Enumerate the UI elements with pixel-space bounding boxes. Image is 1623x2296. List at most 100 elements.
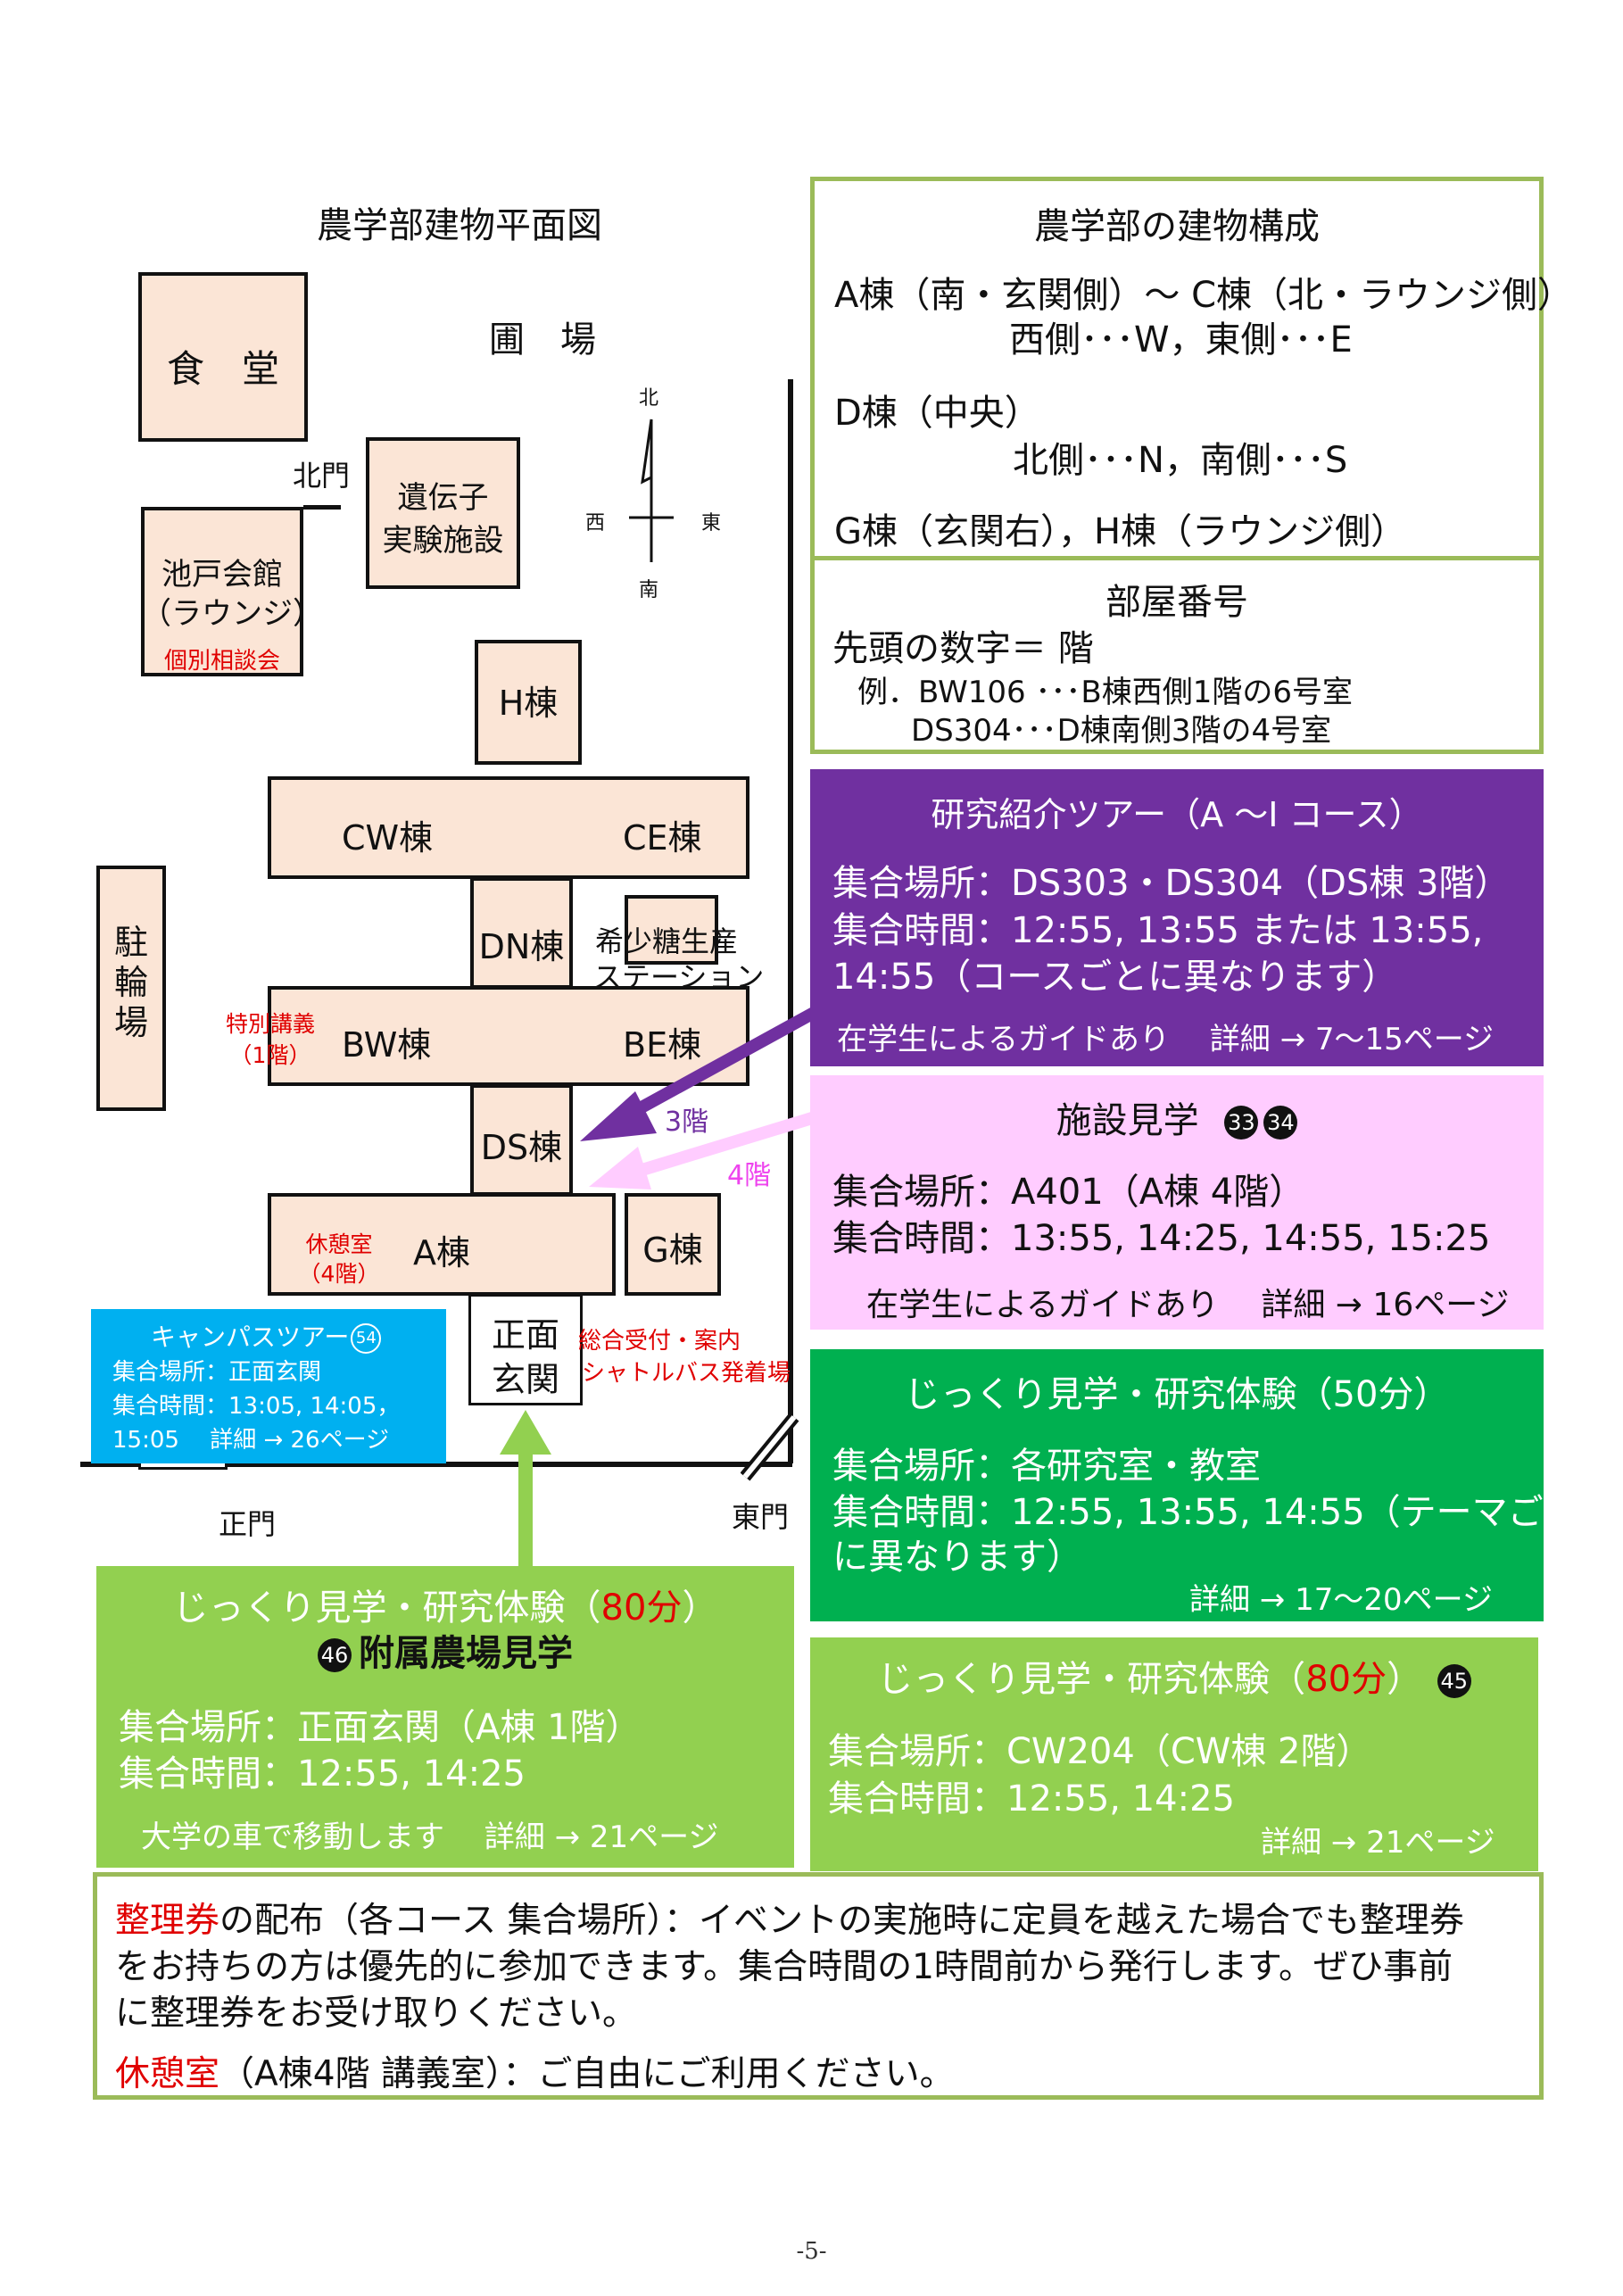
lab-experience-detail: 詳細 → 17～20ページ xyxy=(1189,1582,1493,1618)
ticket-note-line-2: をお持ちの方は優先的に参加できます。集合時間の1時間前から発行します。ぜひ事前 xyxy=(115,1947,1453,1987)
ds-building-label: DS棟 xyxy=(480,1128,563,1167)
a-building-label: A棟 xyxy=(413,1233,470,1272)
east-gate-label: 東門 xyxy=(732,1500,790,1534)
gene-lab-label-1: 遺伝子 xyxy=(397,480,489,516)
reception-label-1: 総合受付・案内 xyxy=(578,1328,741,1355)
dn-building-label: DN棟 xyxy=(478,927,565,966)
research-tour-box: 研究紹介ツアー（A ～I コース） 集合場所：DS303・DS304（DS棟 3… xyxy=(810,769,1544,1066)
consultation-label: 個別相談会 xyxy=(163,648,280,675)
room-number-box: 部屋番号 先頭の数字＝ 階 例．BW106 ･･･B棟西側1階の6号室 DS30… xyxy=(810,556,1544,754)
cw-experience-number-badge: 45 xyxy=(1437,1664,1471,1698)
compass-east: 東 xyxy=(700,512,721,535)
facility-tour-time: 集合時間：13:55, 14:25, 14:55, 15:25 xyxy=(832,1218,1491,1259)
c-building xyxy=(268,776,749,879)
special-lecture-label-2: （1階） xyxy=(229,1042,311,1068)
dn-building xyxy=(470,877,573,989)
ticket-keyword: 整理券 xyxy=(115,1901,220,1941)
ikedo-hall-label-1: 池戸会館 xyxy=(161,557,283,593)
cw-experience-time: 集合時間：12:55, 14:25 xyxy=(828,1778,1235,1819)
compass-north: 北 xyxy=(638,387,658,410)
lab-experience-box: じっくり見学・研究体験（50分） 集合場所：各研究室・教室 集合時間：12:55… xyxy=(810,1349,1579,1621)
room-number-line-2: 例．BW106 ･･･B棟西側1階の6号室 xyxy=(857,675,1354,710)
main-gate-label: 正門 xyxy=(219,1507,277,1541)
compass-south: 南 xyxy=(638,579,658,601)
cw-experience-box: じっくり見学・研究体験（80分） 45 集合場所：CW204（CW棟 2階） 集… xyxy=(810,1637,1538,1871)
room-number-title: 部屋番号 xyxy=(1105,582,1248,623)
structure-title: 農学部の建物構成 xyxy=(1034,206,1320,247)
farm-tour-number-badge: 46 xyxy=(318,1638,352,1672)
be-building-label: BE棟 xyxy=(623,1025,702,1065)
campus-tour-time-1: 集合時間：13:05, 14:05， xyxy=(112,1393,401,1420)
research-tour-time-1: 集合時間：12:55, 13:55 または 13:55, xyxy=(832,910,1484,951)
g-building-label: G棟 xyxy=(642,1231,703,1270)
ikedo-hall-label-2: （ラウンジ） xyxy=(141,596,323,632)
main-entrance xyxy=(468,1294,583,1405)
lab-experience-place: 集合場所：各研究室・教室 xyxy=(832,1446,1261,1487)
campus-tour-number-badge: 54 xyxy=(351,1323,382,1354)
floor-3-label: 3階 xyxy=(665,1107,709,1138)
a-building xyxy=(268,1193,616,1296)
facility-tour-number-34-badge: 34 xyxy=(1263,1106,1298,1140)
cw-building-label: CW棟 xyxy=(342,818,434,858)
research-tour-detail: 在学生によるガイドあり 詳細 → 7～15ページ xyxy=(837,1022,1495,1057)
structure-line-5: G棟（玄関右），H棟（ラウンジ側） xyxy=(834,511,1407,552)
notes-box: 整理券の配布（各コース 集合場所）：イベントの実施時に定員を越えた場合でも整理券… xyxy=(93,1872,1544,2100)
compass-west: 西 xyxy=(584,512,605,535)
road-vertical xyxy=(788,379,793,1463)
farm-tour-detail: 大学の車で移動します 詳細 → 21ページ xyxy=(141,1819,719,1855)
facility-tour-number-33-badge: 33 xyxy=(1224,1106,1259,1140)
ikedo-hall-building xyxy=(141,507,303,676)
ticket-note-line-1: 整理券の配布（各コース 集合場所）：イベントの実施時に定員を越えた場合でも整理券 xyxy=(115,1901,1464,1941)
research-tour-title: 研究紹介ツアー（A ～I コース） xyxy=(931,795,1423,834)
east-gate-marker xyxy=(741,1413,799,1481)
rare-sugar-station xyxy=(625,895,718,965)
rare-sugar-label-1: 希少糖生産 xyxy=(595,924,739,958)
main-entrance-label-2: 玄関 xyxy=(491,1360,559,1399)
h-building xyxy=(475,640,582,765)
bicycle-label-1: 駐 xyxy=(113,923,148,962)
farm-tour-place: 集合場所：正面玄関（A棟 1階） xyxy=(119,1707,642,1748)
facility-tour-place: 集合場所：A401（A棟 4階） xyxy=(832,1172,1305,1213)
cafeteria-label: 食 堂 xyxy=(166,347,279,391)
farm-tour-title: じっくり見学・研究体験（80分） xyxy=(172,1587,718,1629)
special-lecture-label-1: 特別講義 xyxy=(225,1011,315,1037)
map-title: 農学部建物平面図 xyxy=(317,205,602,246)
room-number-line-3: DS304･･･D棟南側3階の4号室 xyxy=(911,713,1332,749)
gene-lab-building xyxy=(366,437,520,589)
cw-experience-detail: 詳細 → 21ページ xyxy=(1261,1825,1495,1861)
farm-tour-time: 集合時間：12:55, 14:25 xyxy=(119,1753,526,1795)
bicycle-label-2: 輪 xyxy=(113,963,148,1002)
rest-room-note: 休憩室（A棟4階 講義室）：ご自由にご利用ください。 xyxy=(115,2054,955,2094)
campus-tour-place: 集合場所：正面玄関 xyxy=(112,1359,322,1386)
research-tour-time-2: 14:55（コースごとに異なります） xyxy=(832,957,1398,998)
arrow-to-main-entrance-icon xyxy=(500,1410,551,1571)
rest-room-label-2: （4階） xyxy=(298,1261,380,1287)
structure-line-1: A棟（南・玄関側）～ C棟（北・ラウンジ側） xyxy=(834,275,1574,316)
g-building xyxy=(625,1193,721,1296)
rest-room-label-1: 休憩室 xyxy=(305,1231,373,1257)
reception-label-2: シャトルバス発着場 xyxy=(582,1360,791,1387)
structure-line-3: D棟（中央） xyxy=(834,393,1040,434)
room-number-line-1: 先頭の数字＝ 階 xyxy=(832,628,1094,669)
bicycle-label-3: 場 xyxy=(113,1003,148,1042)
gene-lab-label-2: 実験施設 xyxy=(382,523,504,559)
facility-tour-detail: 在学生によるガイドあり 詳細 → 16ページ xyxy=(866,1287,1510,1323)
research-tour-place: 集合場所：DS303・DS304（DS棟 3階） xyxy=(832,863,1511,904)
h-building-label: H棟 xyxy=(498,684,559,723)
cw-experience-title: じっくり見学・研究体験（80分） 45 xyxy=(810,1650,1538,1702)
floor-4-label: 4階 xyxy=(727,1160,772,1191)
lab-experience-time-2: に異なります） xyxy=(832,1537,1082,1578)
north-gate-marker xyxy=(303,505,341,510)
structure-line-4: 北側･･･N，南側･･･S xyxy=(1013,440,1348,481)
bw-building-label: BW棟 xyxy=(342,1025,432,1065)
lab-experience-time-1: 集合時間：12:55, 13:55, 14:55（テーマごと xyxy=(832,1492,1579,1533)
structure-box: 農学部の建物構成 A棟（南・玄関側）～ C棟（北・ラウンジ側） 西側･･･W，東… xyxy=(810,177,1573,560)
main-entrance-label-1: 正面 xyxy=(491,1315,559,1355)
compass-arrow-icon xyxy=(629,419,674,562)
ce-building-label: CE棟 xyxy=(623,818,702,858)
